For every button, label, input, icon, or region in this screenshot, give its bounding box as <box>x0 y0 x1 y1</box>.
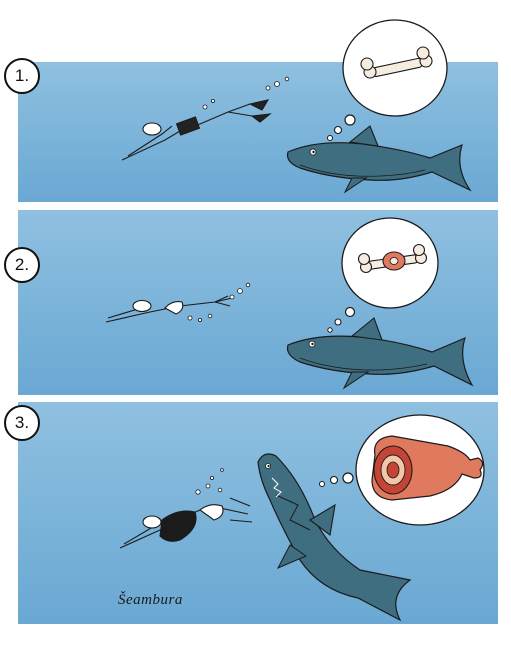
panel-number-3: 3. <box>4 405 40 441</box>
swimmer-2 <box>105 295 233 323</box>
ham-icon <box>371 435 484 501</box>
shark-3 <box>257 453 412 622</box>
bubbles-1 <box>202 76 290 110</box>
shark-2 <box>286 317 474 390</box>
swimmer-1 <box>121 99 272 161</box>
swimmer-3 <box>119 497 253 549</box>
panel-number-1: 1. <box>4 58 40 94</box>
meat-bone-icon <box>357 243 428 274</box>
bubbles-3 <box>195 468 224 495</box>
shark-1 <box>286 125 472 194</box>
bone-icon <box>360 46 433 79</box>
bubbles-2 <box>187 282 251 322</box>
artist-signature: Šeambura <box>118 592 183 608</box>
panel-number-2: 2. <box>4 247 40 283</box>
